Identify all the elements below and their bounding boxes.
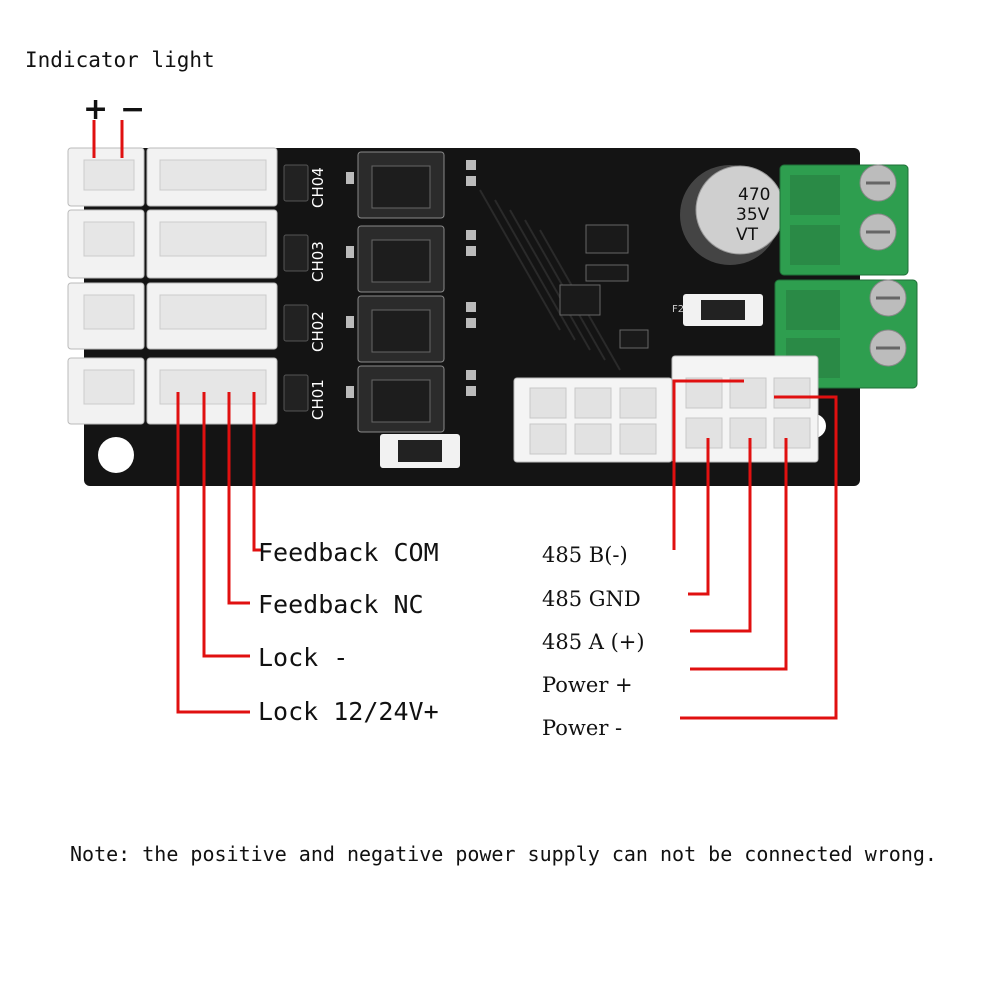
channel-label-ch01: CH01	[309, 379, 327, 420]
channel-diodes	[283, 164, 309, 412]
wire-485-a	[690, 438, 752, 633]
label-power-minus: Power -	[542, 716, 623, 740]
capacitor-label-line3: VT	[736, 225, 759, 245]
ic-chips	[559, 224, 649, 349]
indicator-light-title: Indicator light	[25, 48, 215, 72]
mosfet-array	[357, 151, 445, 433]
label-power-plus: Power +	[542, 673, 633, 697]
channel-label-ch04: CH04	[309, 167, 327, 208]
connector-row-ch01	[67, 357, 278, 425]
label-485-gnd: 485 GND	[542, 587, 641, 611]
label-lock-minus: Lock -	[258, 643, 349, 672]
wire-power-plus	[690, 438, 788, 671]
screw-terminal-top	[779, 164, 909, 276]
label-485-b: 485 B(-)	[542, 543, 628, 567]
wire-feedback-com	[252, 392, 263, 552]
connector-row-ch03	[67, 209, 278, 279]
indicator-wires	[92, 120, 124, 158]
resistor-pads	[346, 160, 476, 398]
channel-label-ch02: CH02	[309, 311, 327, 352]
wire-lock-plus	[176, 392, 250, 714]
wire-feedback-nc	[227, 392, 250, 605]
wire-lock-minus	[202, 392, 250, 658]
molex-connector-right	[671, 355, 819, 463]
fuse-f2-label: F2	[672, 304, 684, 315]
left-connectors	[67, 147, 278, 425]
warning-note: Note: the positive and negative power su…	[70, 842, 937, 866]
wire-power-minus	[680, 395, 838, 720]
pcb-traces	[479, 189, 621, 371]
right-callout-wires	[672, 379, 838, 720]
label-lock-plus: Lock 12/24V+	[258, 697, 439, 726]
connector-row-ch02	[67, 282, 278, 350]
fuse-bottom	[380, 434, 460, 468]
channel-label-ch03: CH03	[309, 241, 327, 282]
wire-485-gnd	[688, 438, 710, 596]
molex-connector-left	[513, 377, 673, 463]
label-feedback-nc: Feedback NC	[258, 590, 424, 619]
capacitor-label-line2: 35V	[736, 205, 770, 225]
mounting-hole-left	[98, 437, 134, 473]
left-callout-wires	[176, 392, 263, 714]
label-485-a: 485 A (+)	[542, 630, 645, 654]
label-feedback-com: Feedback COM	[258, 538, 439, 567]
wire-485-b	[672, 379, 744, 550]
capacitor-label-line1: 470	[738, 185, 770, 205]
connector-row-ch04	[67, 147, 278, 207]
fuse-f2	[683, 294, 763, 326]
indicator-plus-sign: +	[83, 92, 109, 127]
electrolytic-capacitor	[680, 165, 785, 265]
indicator-minus-sign: −	[120, 92, 146, 127]
